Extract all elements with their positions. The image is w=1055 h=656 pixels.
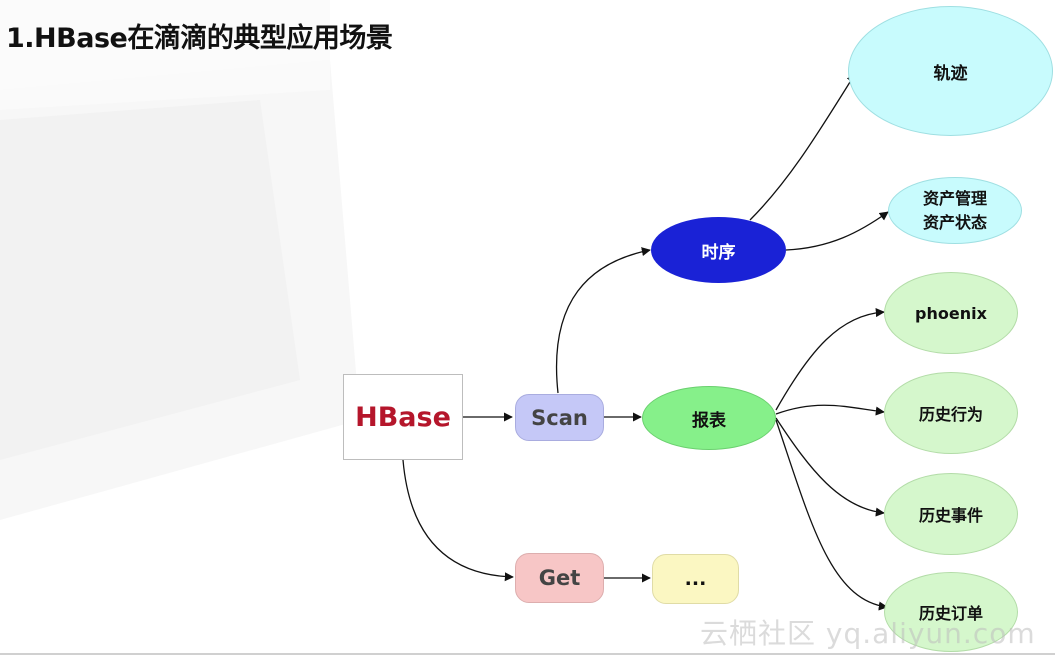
watermark: 云栖社区 yq.aliyun.com <box>700 617 1036 650</box>
edge-scan-timeseries <box>556 247 651 394</box>
node-timeseries-label: 时序 <box>701 242 736 263</box>
node-report: 报表 <box>642 386 776 450</box>
node-history-behavior: 历史行为 <box>884 372 1018 454</box>
node-asset-line1: 资产管理 <box>922 188 987 208</box>
edge-timeseries-trajectory <box>749 73 856 221</box>
node-get-label: Get <box>538 566 581 590</box>
edge-timeseries-asset <box>785 211 889 251</box>
node-timeseries: 时序 <box>651 217 786 283</box>
edge-report-history-behavior <box>775 404 885 416</box>
node-scan-label: Scan <box>531 405 588 430</box>
node-history-order-label: 历史订单 <box>918 604 983 623</box>
node-ellipsis: ... <box>652 554 739 604</box>
edge-hbase-get <box>402 459 514 582</box>
node-trajectory-label: 轨迹 <box>933 63 968 84</box>
edge-report-history-event <box>775 417 885 517</box>
node-ellipsis-label: ... <box>684 568 707 590</box>
node-history-order: 历史订单 <box>884 572 1018 652</box>
node-phoenix-label: phoenix <box>915 303 987 323</box>
node-history-behavior-label: 历史行为 <box>918 405 983 424</box>
node-trajectory: 轨迹 <box>848 6 1053 136</box>
node-report-label: 报表 <box>692 410 726 431</box>
node-history-event: 历史事件 <box>884 473 1018 555</box>
edge-report-phoenix <box>775 308 885 411</box>
node-scan: Scan <box>515 394 604 441</box>
node-asset-line2: 资产状态 <box>922 212 987 232</box>
node-phoenix: phoenix <box>884 272 1018 354</box>
node-history-event-label: 历史事件 <box>918 506 983 525</box>
page-title: 1.HBase在滴滴的典型应用场景 <box>6 23 393 54</box>
node-asset: 资产管理 资产状态 <box>888 177 1022 244</box>
node-get: Get <box>515 553 604 603</box>
edge-report-history-order <box>775 419 888 611</box>
node-hbase: HBase <box>343 374 463 460</box>
